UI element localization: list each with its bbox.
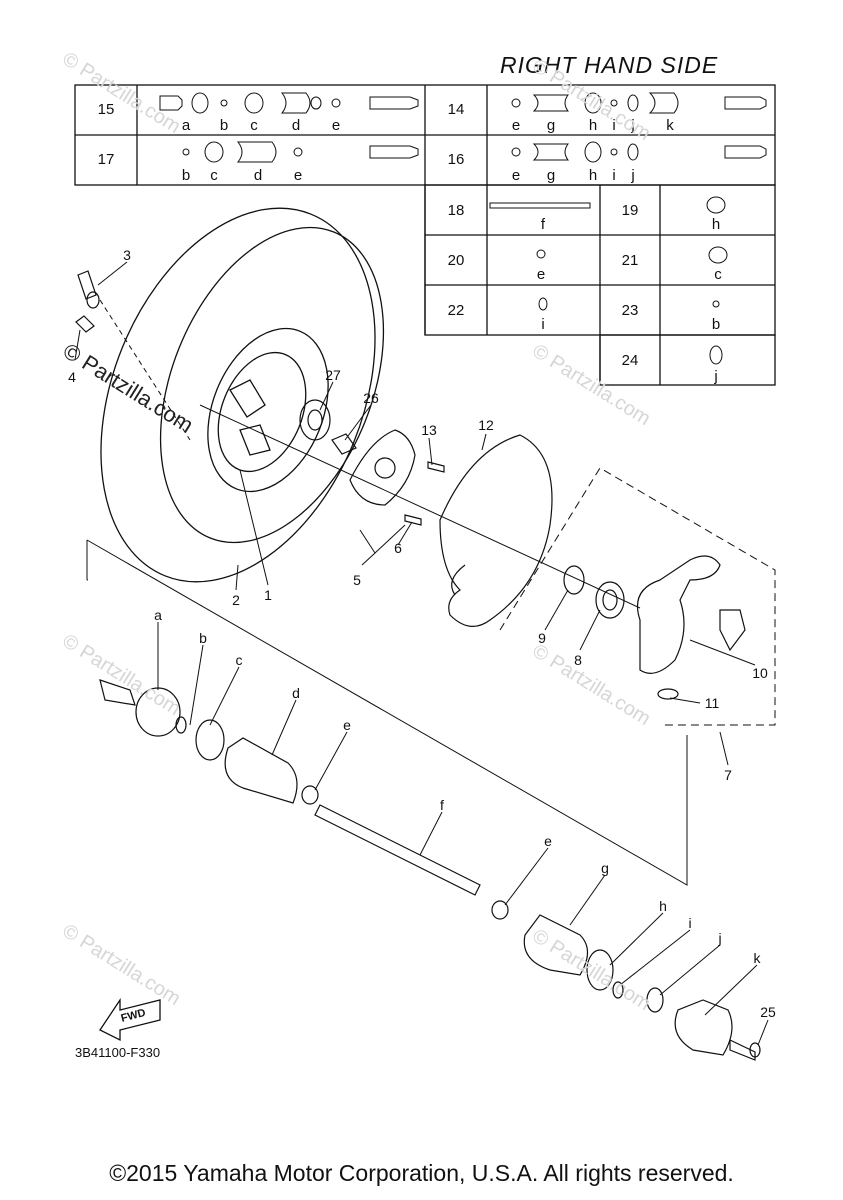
callout-j: j xyxy=(717,930,721,946)
single-23-number: 23 xyxy=(622,302,639,319)
kit-15-letter-e: e xyxy=(332,117,340,134)
kit-16-letter-h: h xyxy=(589,167,597,184)
table-part-icons xyxy=(159,92,767,365)
kit-14-number: 14 xyxy=(448,101,465,118)
kit-15-letter-c: c xyxy=(250,117,258,134)
kit-15-letter-d: d xyxy=(292,117,300,134)
callout-27: 27 xyxy=(325,367,341,383)
callout-2: 2 xyxy=(232,592,240,608)
callout-8: 8 xyxy=(574,652,582,668)
single-18-letter: f xyxy=(541,216,546,233)
callout-e-2: e xyxy=(544,833,552,849)
callout-9: 9 xyxy=(538,630,546,646)
kit-16-letter-i: i xyxy=(612,167,615,184)
leader-lines xyxy=(74,261,769,1046)
fwd-arrow-icon xyxy=(99,997,161,1042)
knuckle-parts xyxy=(563,555,746,700)
axle-centerline xyxy=(99,299,641,609)
brake-disc xyxy=(439,434,553,627)
callout-labels: 1 2 3 4 5 6 7 8 9 10 11 12 13 25 26 27 a… xyxy=(68,247,776,1020)
single-24-letter: j xyxy=(713,368,717,385)
callout-6: 6 xyxy=(394,540,402,556)
kit-14-letter-i: i xyxy=(612,117,615,134)
callout-b: b xyxy=(199,630,207,646)
kit-16-letter-g: g xyxy=(547,167,555,184)
callout-11: 11 xyxy=(705,695,720,711)
callout-7: 7 xyxy=(724,767,732,783)
kit-14-letter-g: g xyxy=(547,117,555,134)
driveshaft-parts xyxy=(99,679,761,1061)
table-text: 15 14 17 16 a b c d e e g h i j k b c d … xyxy=(98,101,723,385)
callout-4: 4 xyxy=(68,369,76,385)
callout-h: h xyxy=(659,898,667,914)
kit-14-letter-h: h xyxy=(589,117,597,134)
single-24-number: 24 xyxy=(622,352,639,369)
kit-15-number: 15 xyxy=(98,101,115,118)
page-title: RIGHT HAND SIDE xyxy=(500,52,719,78)
callout-12: 12 xyxy=(478,417,494,433)
callout-a: a xyxy=(154,607,162,623)
callout-26: 26 xyxy=(363,390,379,406)
callout-i: i xyxy=(688,915,691,931)
hub-parts xyxy=(299,399,445,526)
callout-3: 3 xyxy=(123,247,131,263)
callout-c: c xyxy=(236,652,243,668)
kit-15-letter-b: b xyxy=(220,117,228,134)
callout-g: g xyxy=(601,860,609,876)
single-19-number: 19 xyxy=(622,202,639,219)
kit-14-letter-j: j xyxy=(630,117,634,134)
single-22-number: 22 xyxy=(448,302,465,319)
copyright-notice: ©2015 Yamaha Motor Corporation, U.S.A. A… xyxy=(109,1160,734,1186)
single-23-letter: b xyxy=(712,316,720,333)
kit-17-letter-b: b xyxy=(182,167,190,184)
kit-16-number: 16 xyxy=(448,151,465,168)
callout-f: f xyxy=(440,797,444,813)
kit-15-letter-a: a xyxy=(182,117,191,134)
callout-d: d xyxy=(292,685,300,701)
callout-e-1: e xyxy=(343,717,351,733)
kit-17-letter-d: d xyxy=(254,167,262,184)
valve-stem xyxy=(75,270,100,333)
kit-17-letter-c: c xyxy=(210,167,218,184)
kit-16-letter-j: j xyxy=(630,167,634,184)
callout-k: k xyxy=(754,950,762,966)
kit-17-letter-e: e xyxy=(294,167,302,184)
single-22-letter: i xyxy=(541,316,544,333)
callout-1: 1 xyxy=(264,587,272,603)
callout-25: 25 xyxy=(760,1004,776,1020)
single-20-number: 20 xyxy=(448,252,465,269)
kit-14-letter-k: k xyxy=(666,117,674,134)
callout-13: 13 xyxy=(421,422,437,438)
single-21-letter: c xyxy=(714,266,722,283)
knuckle-box xyxy=(499,467,776,726)
driveshaft-box xyxy=(86,539,688,886)
single-21-number: 21 xyxy=(622,252,639,269)
kit-16-letter-e: e xyxy=(512,167,520,184)
callout-10: 10 xyxy=(752,665,768,681)
single-20-letter: e xyxy=(537,266,545,283)
kit-17-number: 17 xyxy=(98,151,115,168)
diagram-code: 3B41100-F330 xyxy=(75,1045,161,1060)
tire-wheel xyxy=(100,207,385,583)
parts-table xyxy=(74,84,776,386)
kit-14-letter-e: e xyxy=(512,117,520,134)
single-19-letter: h xyxy=(712,216,720,233)
single-18-number: 18 xyxy=(448,202,465,219)
callout-5: 5 xyxy=(353,572,361,588)
